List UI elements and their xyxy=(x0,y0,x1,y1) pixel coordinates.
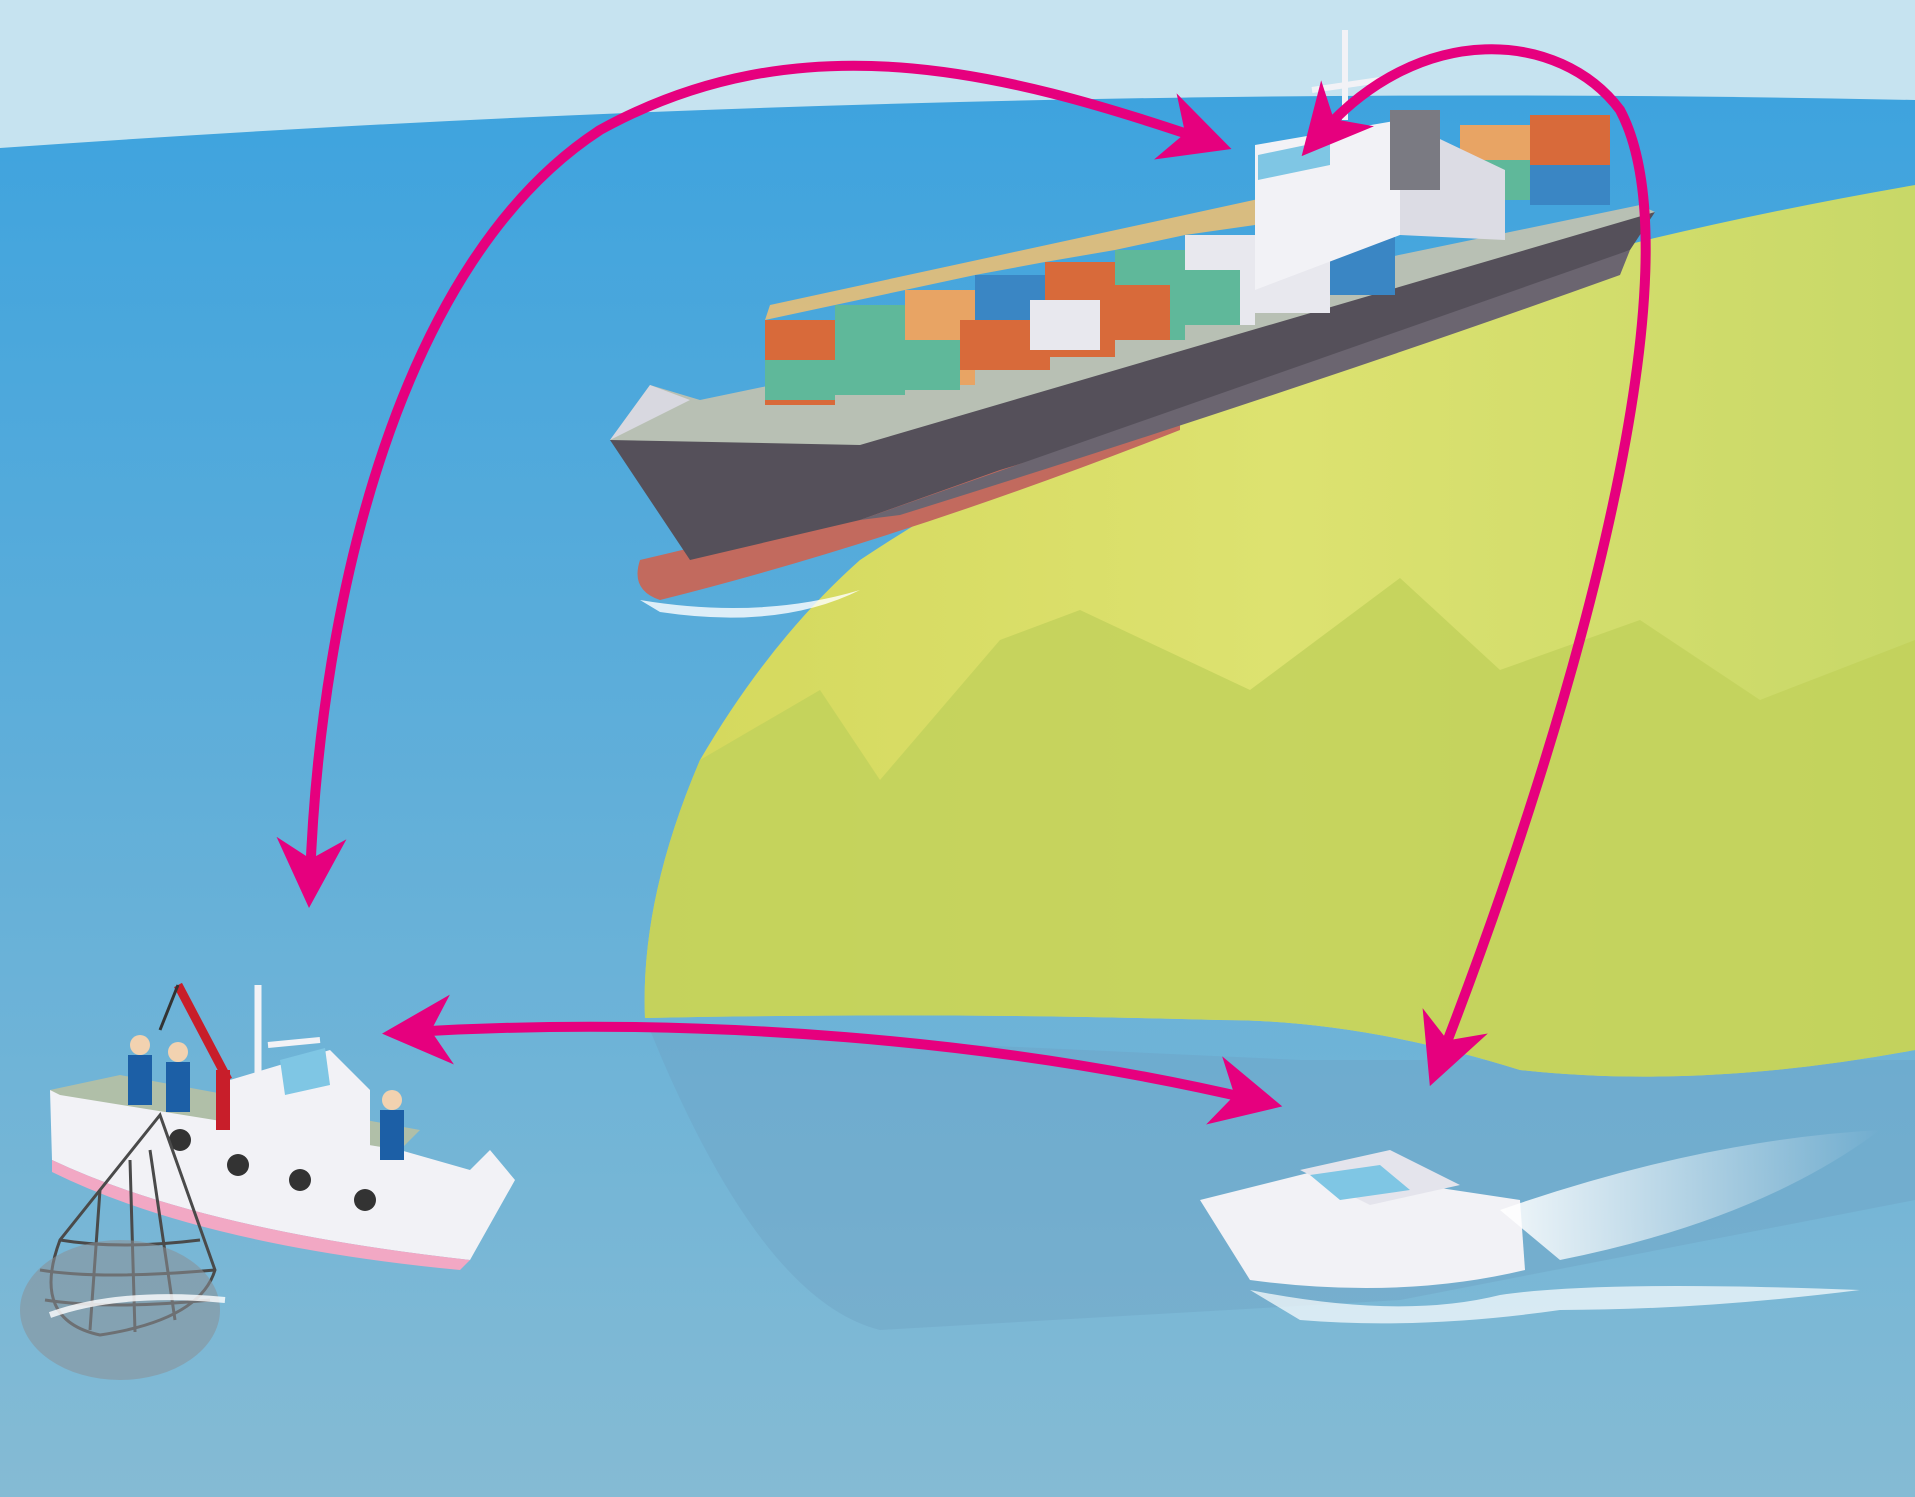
crane-icon xyxy=(158,982,232,1130)
arrow-ship-to-motor-boat xyxy=(1301,44,1651,1087)
arrows xyxy=(276,44,1651,1125)
fishing-net-icon xyxy=(20,1111,226,1380)
motor-boat-icon xyxy=(1200,1130,1880,1324)
arrow-fishing-boat-to-motor-boat xyxy=(382,994,1283,1125)
arrow-ship-to-fishing-boat xyxy=(276,60,1232,908)
